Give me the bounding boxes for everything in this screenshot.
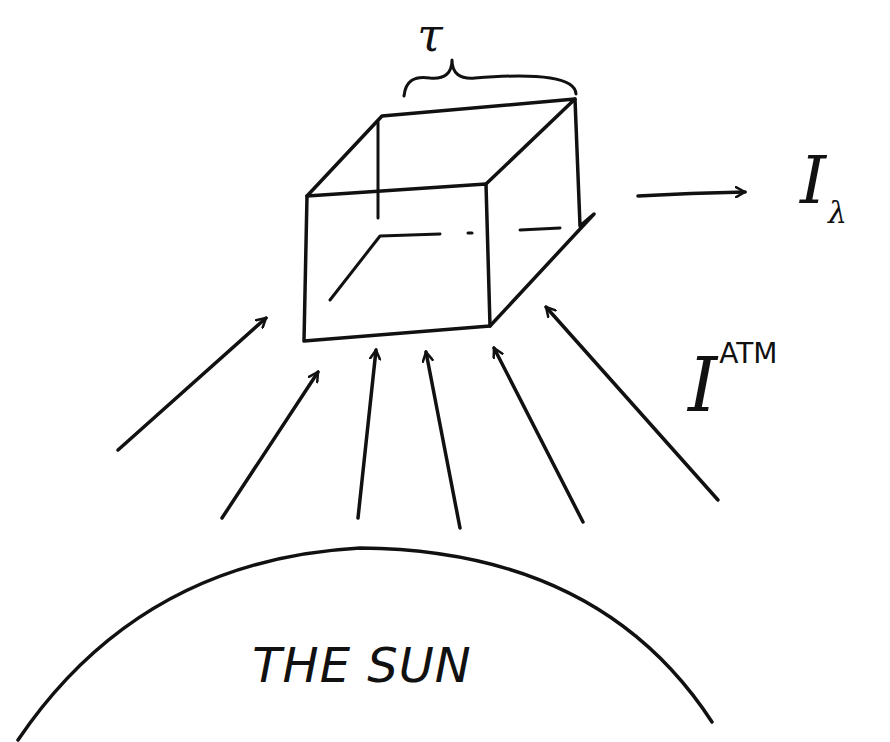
cube-hidden-edge	[330, 234, 440, 300]
cube-top	[307, 99, 575, 196]
wavelength-subscript: λ	[828, 198, 847, 228]
dimension-brace	[404, 60, 576, 96]
sun-label-region: THE SUN	[252, 637, 472, 693]
intensity-symbol: I	[688, 348, 717, 422]
ray-arrow	[222, 372, 318, 518]
ray-arrow	[118, 318, 266, 450]
ray-arrow	[494, 348, 583, 522]
cube-right	[490, 99, 594, 326]
sun-label: THE SUN	[252, 637, 472, 693]
atm-superscript: ATM	[719, 340, 777, 368]
cube-hidden-edge	[377, 122, 380, 218]
ray-arrow	[358, 350, 376, 518]
ray-arrow	[426, 352, 460, 528]
tau-label: τ	[417, 12, 442, 58]
output-arrow	[638, 192, 745, 196]
intensity-symbol: I	[800, 148, 826, 214]
cube-hidden-edge	[468, 228, 560, 233]
sun-outline	[18, 548, 712, 740]
cube-front	[304, 184, 490, 341]
ray-arrow	[546, 307, 718, 500]
